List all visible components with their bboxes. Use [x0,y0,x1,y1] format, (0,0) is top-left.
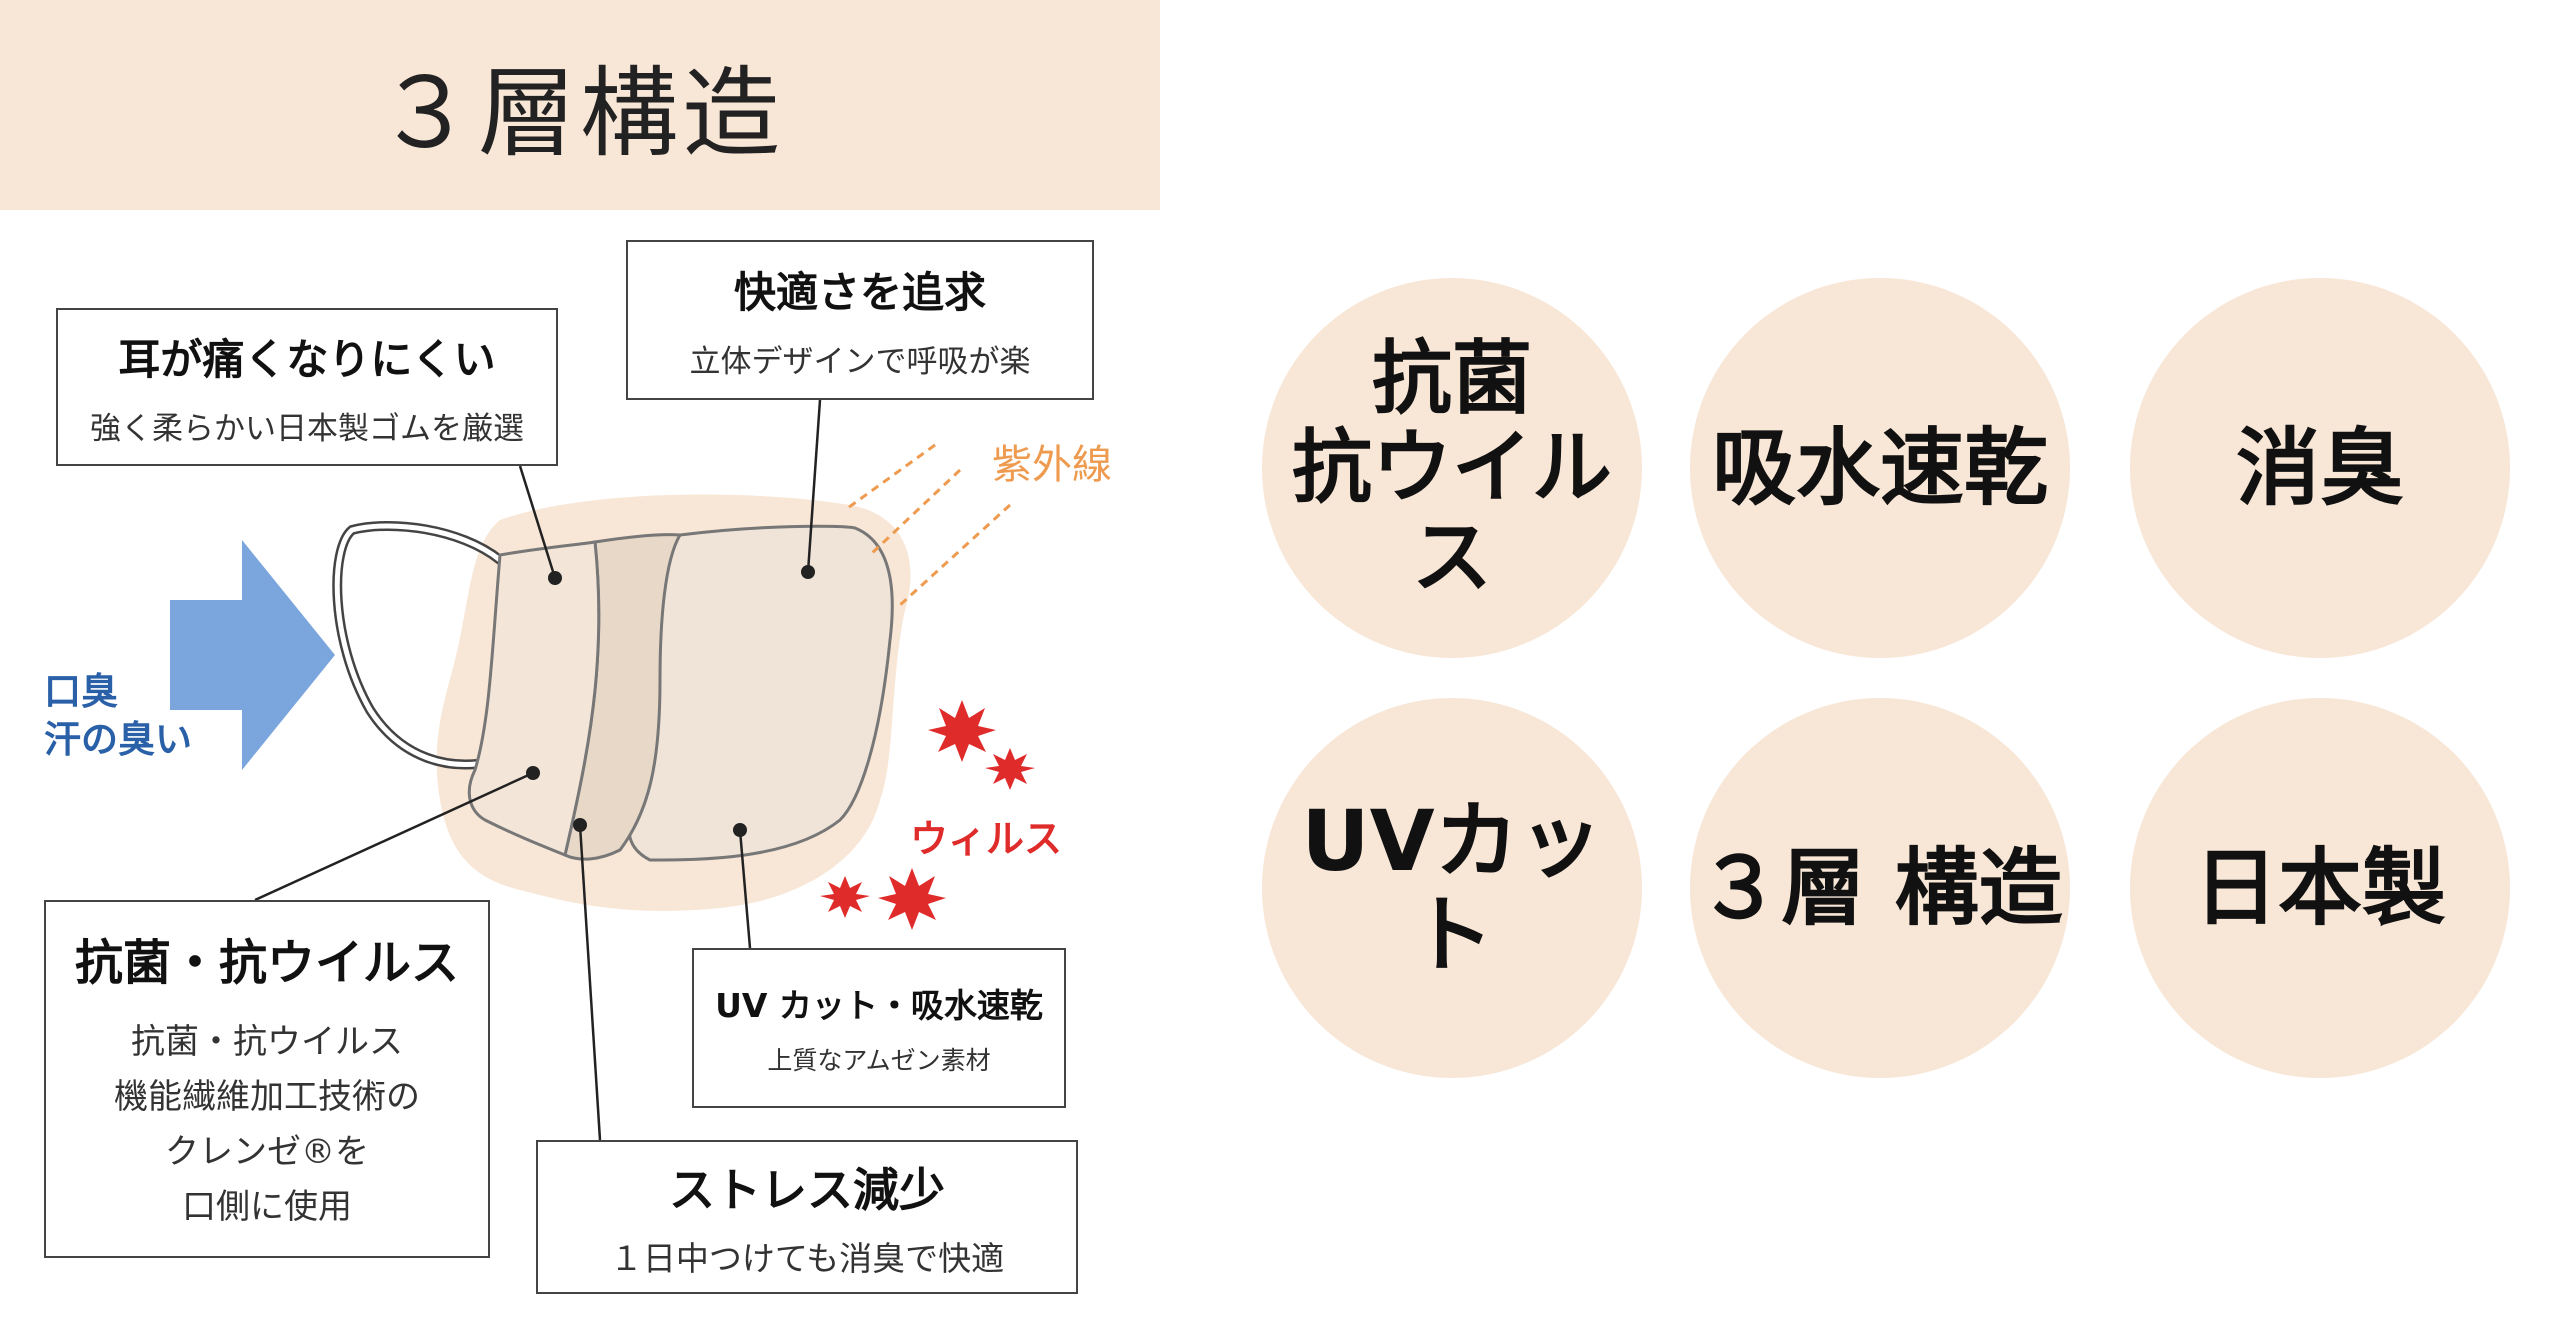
callout-subtitle: １日中つけても消臭で快適 [609,1239,1005,1278]
structure-panel: ３層構造 [0,0,1160,1326]
callout-title: UV カット・吸水速乾 [715,986,1043,1025]
callout-antibacterial: 抗菌・抗ウイルス 抗菌・抗ウイルス 機能繊維加工技術の クレンゼ®を 口側に使用 [44,900,490,1258]
callout-subtitle: 強く柔らかい日本製ゴムを厳選 [90,411,524,447]
callout-stress: ストレス減少 １日中つけても消臭で快適 [536,1140,1078,1294]
callout-line: 口側に使用 [182,1187,352,1227]
callout-subtitle: 立体デザインで呼吸が楽 [689,344,1031,380]
callout-subtitle: 上質なアムゼン素材 [767,1046,991,1075]
callout-title: ストレス減少 [669,1163,945,1217]
feature-badge-quick-dry: 吸水速乾 [1690,278,2070,658]
feature-badge-deodorant: 消臭 [2130,278,2510,658]
feature-badge-label: 吸水速乾 [1711,418,2048,517]
leader-lines [254,399,822,1141]
callout-line: 抗菌・抗ウイルス [131,1022,403,1062]
callout-title: 抗菌・抗ウイルス [74,935,459,991]
feature-badge-label: 抗菌 抗ウイルス [1292,331,1612,604]
feature-badge-three-layer: ３層 構造 [1690,698,2070,1078]
leader-dots [526,565,815,837]
virus-icon [928,700,996,762]
odor-label: 口臭 汗の臭い [44,668,192,764]
virus-icons [820,700,1035,930]
feature-badge-label: UVカット [1301,791,1603,984]
callout-ear-comfort: 耳が痛くなりにくい 強く柔らかい日本製ゴムを厳選 [56,308,558,466]
feature-badge-uv-cut: UVカット [1262,698,1642,1078]
virus-icon [985,748,1035,790]
header-band: ３層構造 [0,0,1160,210]
odor-label-line: 口臭 [44,670,118,713]
callout-line: 機能繊維加工技術の [114,1077,420,1117]
callout-title: 快適さを追求 [733,268,986,317]
virus-icon [878,868,946,930]
callout-uv-dry: UV カット・吸水速乾 上質なアムゼン素材 [692,948,1066,1108]
callout-title: 耳が痛くなりにくい [118,335,496,384]
virus-icon [820,876,870,918]
mask-layer-inner [467,540,601,858]
uv-label: 紫外線 [992,442,1112,488]
feature-badge-label: ３層 構造 [1697,838,2063,937]
callout-comfort: 快適さを追求 立体デザインで呼吸が楽 [626,240,1094,400]
mask-diagram [170,399,1035,1141]
exhale-arrow [170,540,335,770]
feature-badge-label: 日本製 [2193,838,2446,937]
ear-loop-inner [334,523,503,767]
page-title: ３層構造 [375,57,784,171]
callout-line: クレンゼ®を [165,1132,369,1172]
virus-label: ウィルス [910,817,1063,861]
odor-label-line: 汗の臭い [44,718,192,761]
feature-badge-made-in-japan: 日本製 [2130,698,2510,1078]
feature-badge-label: 消臭 [2235,418,2404,517]
feature-badge-antibacterial: 抗菌 抗ウイルス [1262,278,1642,658]
uv-rays [844,443,1012,607]
